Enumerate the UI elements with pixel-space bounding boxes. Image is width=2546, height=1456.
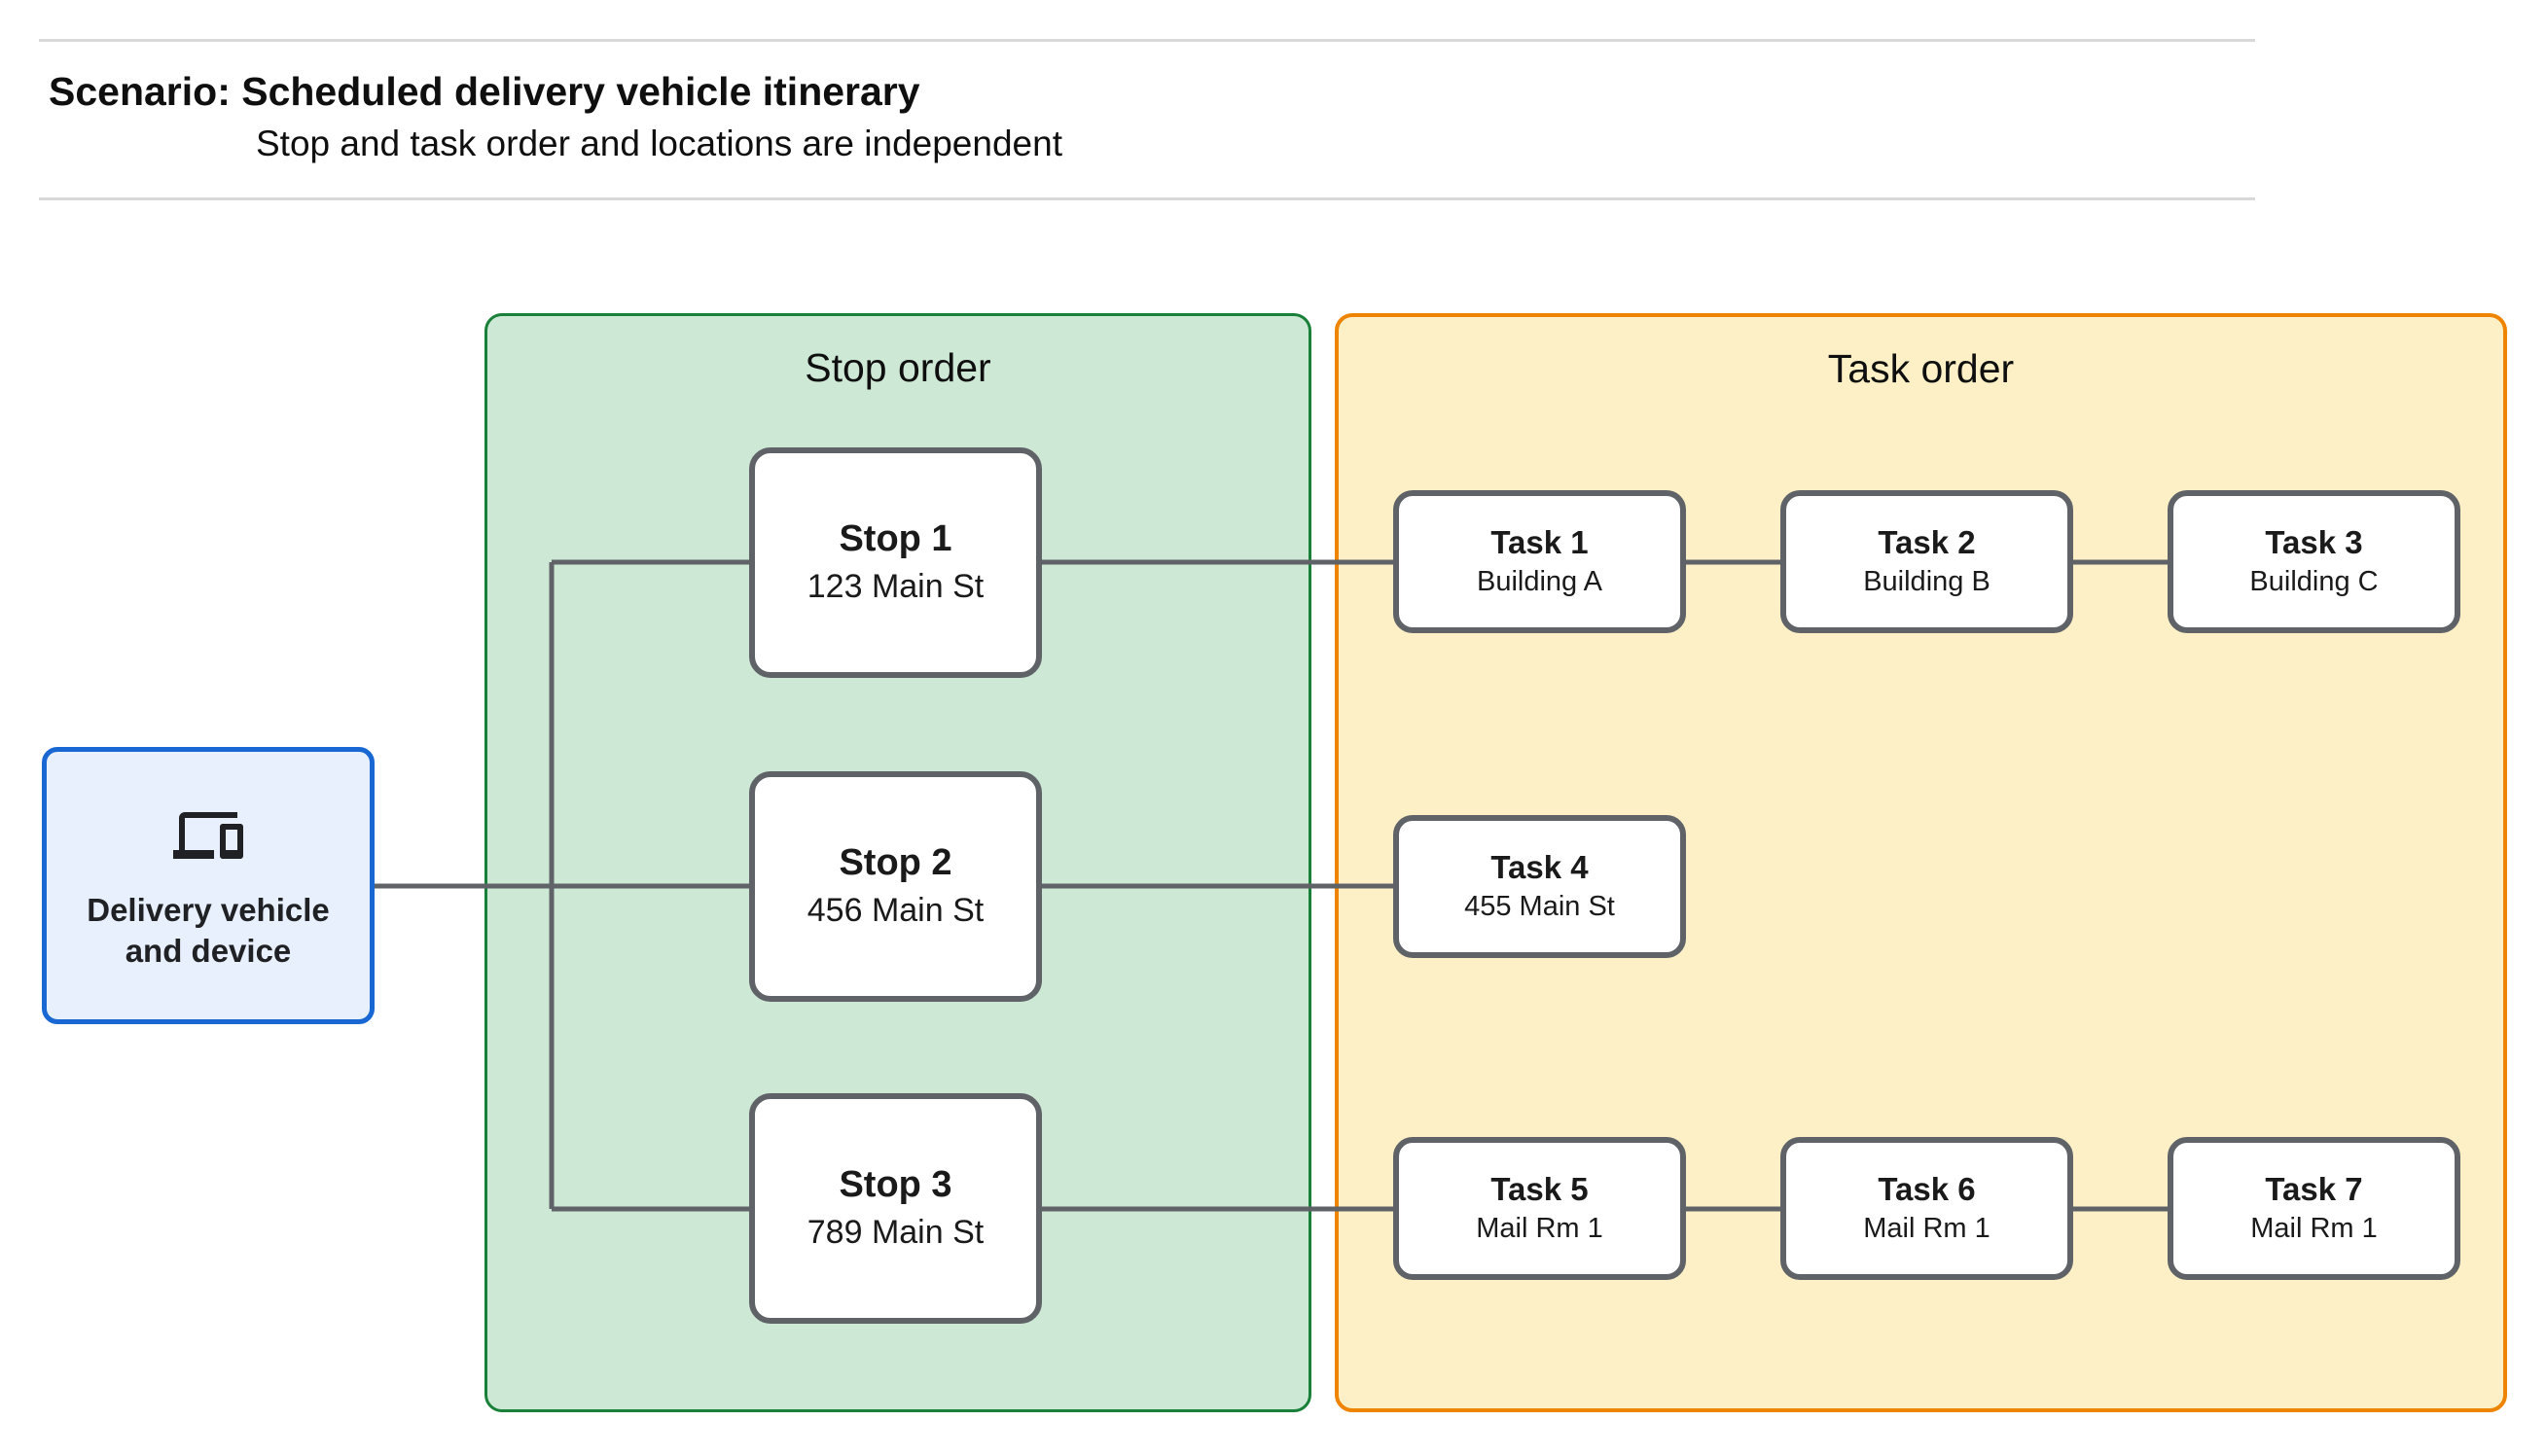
task-title: Task 1: [1490, 523, 1589, 560]
task-order-group: Task order Task 1 Building A Task 2 Buil…: [1335, 313, 2507, 1412]
task-4-node: Task 4 455 Main St: [1393, 815, 1686, 958]
devices-icon: [173, 812, 243, 860]
delivery-vehicle-node: Delivery vehicle and device: [42, 747, 375, 1024]
page-title: Scenario: Scheduled delivery vehicle iti…: [49, 69, 920, 114]
task-title: Task 4: [1490, 848, 1589, 885]
stop-1-node: Stop 1 123 Main St: [749, 447, 1042, 678]
task-title: Task 2: [1878, 523, 1976, 560]
stop-order-group: Stop order Stop 1 123 Main St Stop 2 456…: [484, 313, 1311, 1412]
page-subtitle: Stop and task order and locations are in…: [256, 124, 1062, 163]
stop-location: 456 Main St: [807, 892, 985, 930]
task-title: Task 3: [2265, 523, 2363, 560]
task-location: Mail Rm 1: [1863, 1213, 1990, 1245]
divider-top: [39, 39, 2255, 42]
task-location: Mail Rm 1: [2250, 1213, 2378, 1245]
task-5-node: Task 5 Mail Rm 1: [1393, 1137, 1686, 1280]
task-1-node: Task 1 Building A: [1393, 490, 1686, 633]
task-title: Task 7: [2265, 1170, 2363, 1207]
task-3-node: Task 3 Building C: [2168, 490, 2460, 633]
task-location: Mail Rm 1: [1476, 1213, 1603, 1245]
task-order-group-title: Task order: [1827, 346, 2015, 391]
task-location: Building B: [1863, 566, 1990, 598]
stop-location: 789 Main St: [807, 1214, 985, 1252]
stop-title: Stop 3: [839, 1164, 952, 1206]
task-location: Building C: [2249, 566, 2379, 598]
task-7-node: Task 7 Mail Rm 1: [2168, 1137, 2460, 1280]
stop-2-node: Stop 2 456 Main St: [749, 771, 1042, 1002]
stop-location: 123 Main St: [807, 568, 985, 606]
task-6-node: Task 6 Mail Rm 1: [1780, 1137, 2073, 1280]
stop-3-node: Stop 3 789 Main St: [749, 1093, 1042, 1324]
delivery-vehicle-label: Delivery vehicle and device: [87, 892, 330, 969]
stop-title: Stop 2: [839, 842, 952, 884]
task-location: Building A: [1477, 566, 1602, 598]
stop-order-group-title: Stop order: [805, 345, 991, 390]
stop-title: Stop 1: [839, 518, 952, 560]
task-title: Task 5: [1490, 1170, 1589, 1207]
divider-bottom: [39, 197, 2255, 200]
task-location: 455 Main St: [1464, 891, 1615, 923]
task-title: Task 6: [1878, 1170, 1976, 1207]
task-2-node: Task 2 Building B: [1780, 490, 2073, 633]
